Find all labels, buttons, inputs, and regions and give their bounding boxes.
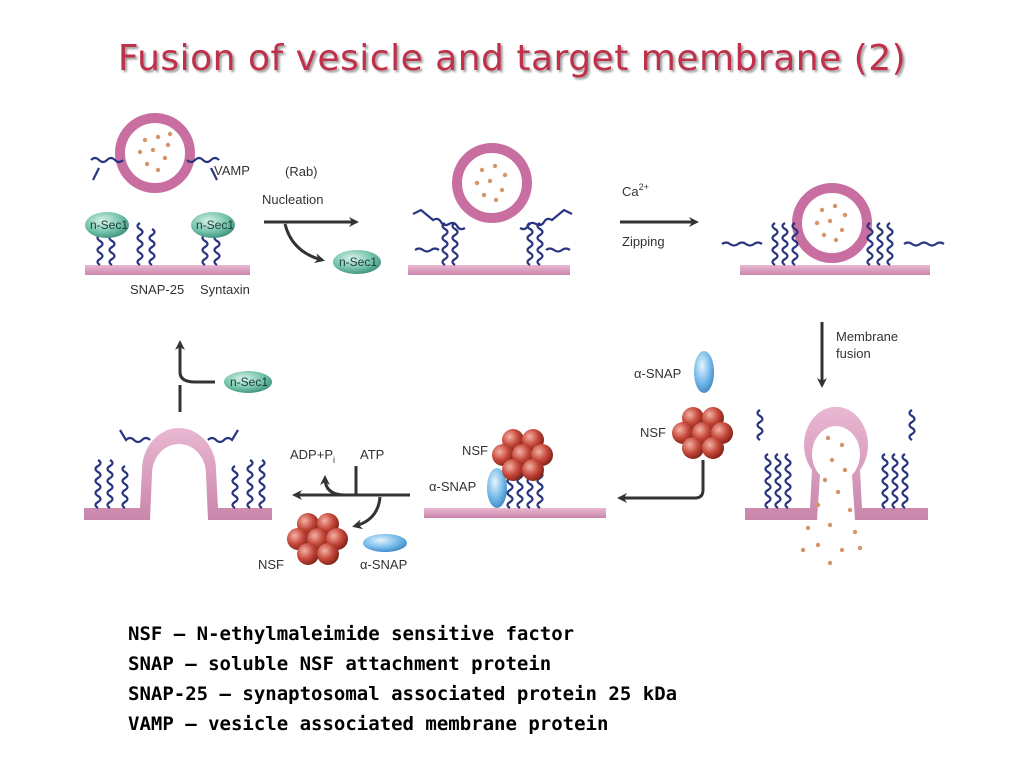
- alpha-snap-label: α-SNAP: [634, 366, 681, 381]
- legend-snap: SNAP – soluble NSF attachment protein: [128, 653, 552, 675]
- atp-hydrolysis-step: ADP+Pi ATP NSF α-SNAP: [258, 447, 410, 572]
- atp-label: ATP: [360, 447, 384, 462]
- snare-complex-coils: [412, 208, 573, 266]
- target-membrane: [85, 265, 250, 275]
- vamp-label: VAMP: [214, 163, 250, 178]
- panel-3-zipping: [721, 183, 945, 275]
- calcium-label: Ca2+: [622, 182, 649, 199]
- membrane-fusion-step: Membrane fusion: [817, 322, 898, 388]
- panel-5-nsf-bound: NSF α-SNAP: [424, 429, 606, 518]
- nsec1-released: [333, 250, 381, 274]
- alpha-snap-protein: [487, 468, 507, 508]
- nsec1-protein: [191, 212, 235, 238]
- slide-title: Fusion of vesicle and target membrane (2…: [117, 38, 907, 79]
- target-membrane: [740, 265, 930, 275]
- nsec1-label: n-Sec1: [196, 218, 234, 232]
- panel-1-initial: n-Sec1 n-Sec1 VAMP SNAP-25 Syntaxin: [85, 113, 250, 297]
- return-arrow: [617, 460, 705, 503]
- panel-4-fusion: [745, 406, 928, 566]
- snap25-label: SNAP-25: [130, 282, 184, 297]
- fusion-label: fusion: [836, 346, 871, 361]
- vesicle: [452, 143, 532, 223]
- release-down-arrow: [352, 496, 382, 530]
- nsf-hexamer: [492, 429, 553, 481]
- legend-snap25: SNAP-25 – synaptosomal associated protei…: [128, 683, 678, 705]
- recycle-up-arrow: [175, 340, 215, 384]
- nucleation-label: Nucleation: [262, 192, 323, 207]
- target-membrane: [424, 508, 606, 518]
- nsf-hexamer-released: [287, 513, 348, 565]
- nsf-label: NSF: [258, 557, 284, 572]
- nsec1-release-arrow: [283, 223, 325, 264]
- abbreviation-legend: NSF – N-ethylmaleimide sensitive factor …: [128, 619, 677, 739]
- nucleation-step: (Rab) Nucleation n-Sec1: [262, 164, 381, 274]
- adp-label: ADP+Pi: [290, 447, 335, 465]
- membrane-label: Membrane: [836, 329, 898, 344]
- nsec1-protein: [85, 212, 129, 238]
- nsf-binding-step: α-SNAP NSF: [617, 351, 733, 503]
- nsec1-label: n-Sec1: [339, 255, 377, 269]
- free-snare-coils: [94, 429, 266, 509]
- nsf-label: NSF: [640, 425, 666, 440]
- vesicle-contents: [137, 131, 173, 173]
- fused-membrane: [84, 428, 272, 520]
- vesicle-contents: [474, 163, 508, 203]
- zipping-step: Ca2+ Zipping: [620, 182, 699, 249]
- nsec1-label: n-Sec1: [230, 375, 268, 389]
- vesicle: [115, 113, 195, 193]
- released-contents: [800, 435, 863, 566]
- vamp-coil: [186, 156, 220, 181]
- vesicle: [792, 183, 872, 263]
- target-membrane: [408, 265, 570, 275]
- vamp-coil: [90, 156, 124, 181]
- syntaxin-label: Syntaxin: [200, 282, 250, 297]
- nsf-label: NSF: [462, 443, 488, 458]
- alpha-snap-released: [363, 534, 407, 552]
- alpha-snap-label: α-SNAP: [429, 479, 476, 494]
- nsec1-released: [224, 371, 272, 393]
- nsec1-label: n-Sec1: [90, 218, 128, 232]
- legend-nsf: NSF – N-ethylmaleimide sensitive factor: [128, 623, 575, 645]
- fused-membrane: [745, 406, 928, 520]
- adp-release-arrow: [320, 475, 346, 497]
- alpha-snap-label: α-SNAP: [360, 557, 407, 572]
- panel-2-nucleation: [408, 143, 573, 275]
- vesicle-contents: [814, 203, 848, 243]
- rab-label: (Rab): [285, 164, 318, 179]
- alpha-snap-protein: [694, 351, 714, 393]
- cis-snare-coils: [756, 409, 916, 509]
- zipped-snare-coils: [721, 222, 945, 266]
- nsf-hexamer: [672, 407, 733, 459]
- zipping-label: Zipping: [622, 234, 665, 249]
- panel-6-recycled: n-Sec1: [84, 340, 272, 520]
- legend-vamp: VAMP – vesicle associated membrane prote…: [128, 713, 609, 735]
